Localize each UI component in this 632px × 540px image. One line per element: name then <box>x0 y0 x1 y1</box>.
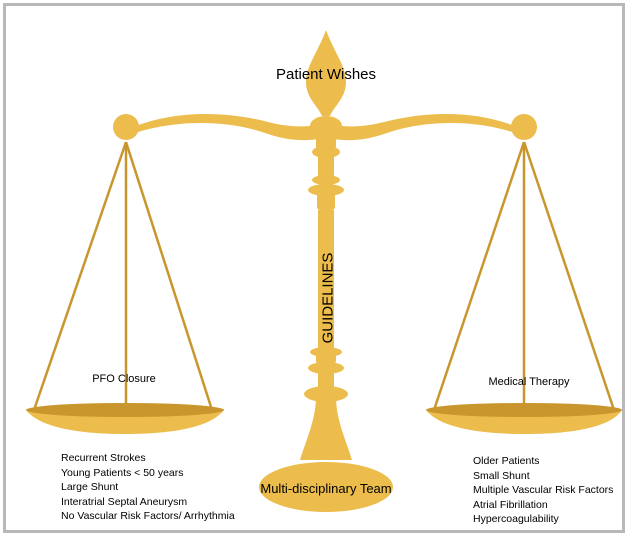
list-item: Recurrent Strokes <box>61 452 146 464</box>
left-pan-strings <box>32 141 214 411</box>
right-pan <box>426 403 622 434</box>
list-item: Atrial Fibrillation <box>473 498 548 511</box>
list-item: Young Patients < 50 years <box>61 466 184 479</box>
pfo-closure-criteria-list: Recurrent Strokes Young Patients < 50 ye… <box>61 451 235 524</box>
list-item: No Vascular Risk Factors/ Arrhythmia <box>61 510 235 523</box>
multidisciplinary-team-label: Multi-disciplinary Team <box>260 481 392 496</box>
patient-wishes-label: Patient Wishes <box>275 66 377 83</box>
list-item: Multiple Vascular Risk Factors <box>473 484 614 497</box>
list-item: Hypercoagulability <box>473 513 559 526</box>
left-beam-knob <box>113 114 139 140</box>
left-pan <box>26 403 224 434</box>
right-pan-strings <box>432 141 616 411</box>
pfo-closure-label: PFO Closure <box>92 373 156 385</box>
medical-therapy-criteria-list: Older Patients Small Shunt Multiple Vasc… <box>473 454 613 527</box>
right-beam-knob <box>511 114 537 140</box>
medical-therapy-label: Medical Therapy <box>488 376 570 388</box>
scale-base <box>259 462 393 512</box>
figure-frame <box>3 3 625 533</box>
list-item: Small Shunt <box>473 469 530 482</box>
finial <box>306 30 346 116</box>
guidelines-label: GUIDELINES <box>319 252 337 344</box>
pillar <box>300 116 352 460</box>
list-item: Older Patients <box>473 455 540 467</box>
list-item: Large Shunt <box>61 481 119 494</box>
list-item: Interatrial Septal Aneurysm <box>61 495 188 508</box>
